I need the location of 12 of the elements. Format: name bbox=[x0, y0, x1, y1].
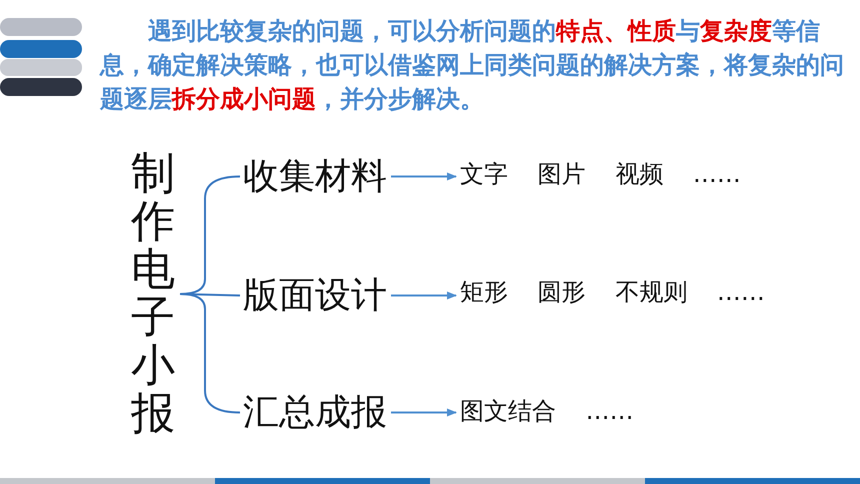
branch-label: 版面设计 bbox=[243, 271, 387, 320]
item-list: 矩形 圆形 不规则 …… bbox=[460, 276, 765, 308]
branch-label: 收集材料 bbox=[243, 152, 387, 201]
arrow bbox=[391, 172, 457, 180]
arrow bbox=[391, 408, 457, 416]
brace-arm bbox=[180, 293, 240, 414]
item-list: 图文结合 …… bbox=[460, 395, 634, 427]
item-list: 文字 图片 视频 …… bbox=[460, 158, 741, 190]
vertical-title: 制作电子小报 bbox=[128, 150, 178, 438]
arrow bbox=[391, 292, 457, 300]
branch-label: 汇总成报 bbox=[243, 388, 387, 437]
intro-paragraph: 遇到比较复杂的问题，可以分析问题的特点、性质与复杂度等信息，确定解决策略，也可以借鉴网上同类问题的解决方案，将复杂的问题逐层拆分成小问题，并分步解决。 bbox=[100, 16, 845, 115]
